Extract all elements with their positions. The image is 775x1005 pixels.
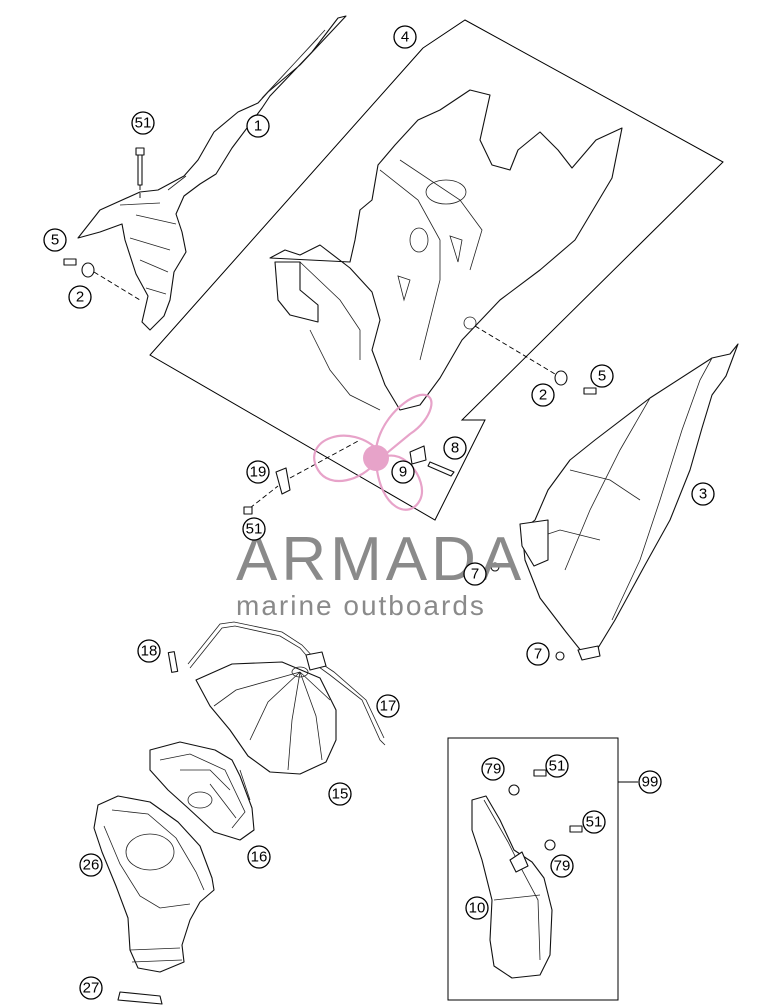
- part-15-filter: [195, 661, 337, 775]
- part-3-side-panel: [519, 343, 739, 661]
- callout-79-lower: 79: [550, 854, 574, 878]
- callout-51-box-upper: 51: [545, 754, 569, 778]
- callout-5-left: 5: [43, 228, 67, 252]
- group-4-frame: [149, 19, 724, 521]
- callout-51-top: 51: [131, 111, 155, 135]
- svg-text:5: 5: [598, 368, 606, 385]
- part-8-pin: [409, 445, 455, 477]
- svg-text:2: 2: [76, 289, 84, 306]
- callout-3: 3: [691, 482, 715, 506]
- svg-text:16: 16: [251, 849, 268, 866]
- svg-text:1: 1: [254, 118, 262, 135]
- callout-79-upper: 79: [481, 757, 505, 781]
- callout-8: 8: [443, 436, 467, 460]
- callout-51-mid: 51: [242, 517, 266, 541]
- svg-text:26: 26: [83, 857, 100, 874]
- svg-text:51: 51: [586, 814, 603, 831]
- svg-text:7: 7: [471, 566, 479, 583]
- callout-16: 16: [247, 845, 271, 869]
- svg-text:7: 7: [534, 646, 542, 663]
- callout-4: 4: [393, 25, 417, 49]
- callout-7-upper: 7: [463, 562, 487, 586]
- callout-27: 27: [79, 976, 103, 1000]
- part-17-wire: [187, 621, 386, 746]
- svg-text:2: 2: [539, 387, 547, 404]
- svg-text:15: 15: [332, 786, 349, 803]
- part-27-clamp: [117, 991, 163, 1005]
- svg-text:99: 99: [642, 774, 659, 791]
- screw-5-right: [474, 325, 597, 395]
- callout-1: 1: [246, 114, 270, 138]
- svg-text:18: 18: [141, 643, 158, 660]
- screw-5-left: [63, 258, 141, 301]
- part-1-side-panel: [77, 15, 347, 331]
- svg-text:17: 17: [380, 698, 397, 715]
- part-26-intake-boot: [93, 795, 215, 973]
- callout-5-right: 5: [590, 364, 614, 388]
- svg-text:79: 79: [485, 761, 502, 778]
- callout-7-lower: 7: [526, 642, 550, 666]
- svg-text:27: 27: [83, 980, 100, 997]
- svg-text:5: 5: [51, 232, 59, 249]
- fasteners-99: [508, 769, 583, 851]
- callout-99: 99: [638, 770, 662, 794]
- part-18-pin: [167, 651, 179, 673]
- callout-2-left: 2: [68, 285, 92, 309]
- part-19-bracket: [243, 439, 361, 515]
- svg-text:10: 10: [469, 900, 486, 917]
- svg-text:9: 9: [399, 464, 407, 481]
- callout-17: 17: [376, 694, 400, 718]
- part-10-cover: [471, 795, 553, 979]
- watermark-tagline: marine outboards: [236, 590, 486, 621]
- callout-18: 18: [137, 639, 161, 663]
- callout-51-box-lower: 51: [582, 810, 606, 834]
- callout-2-right: 2: [531, 383, 555, 407]
- svg-text:8: 8: [451, 440, 459, 457]
- group-99-box: [447, 737, 638, 1001]
- svg-text:51: 51: [135, 115, 152, 132]
- part-16-filter-support: [149, 741, 255, 841]
- svg-text:3: 3: [699, 486, 707, 503]
- callout-15: 15: [328, 782, 352, 806]
- watermark-brand: ARMADA: [236, 525, 525, 594]
- callout-9: 9: [391, 460, 415, 484]
- callout-10: 10: [465, 896, 489, 920]
- armada-logo: [313, 393, 433, 511]
- svg-text:51: 51: [246, 521, 263, 538]
- svg-text:51: 51: [549, 758, 566, 775]
- screw-51-top: [135, 147, 145, 200]
- svg-text:79: 79: [554, 858, 571, 875]
- callout-19: 19: [246, 460, 270, 484]
- callout-26: 26: [79, 853, 103, 877]
- screws-7: [490, 562, 565, 661]
- svg-text:19: 19: [250, 464, 267, 481]
- svg-text:4: 4: [401, 29, 409, 46]
- part-4-airbox: [269, 89, 623, 411]
